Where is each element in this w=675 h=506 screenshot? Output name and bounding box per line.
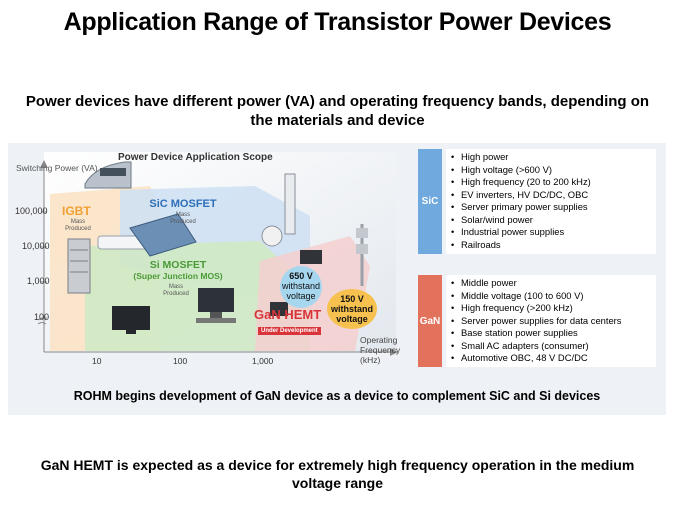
bubble-line: 650 V [289,271,313,281]
scope-chart-title: Power Device Application Scope [118,152,273,163]
list-item: High voltage (>600 V) [450,164,652,177]
list-item: Base station power supplies [450,327,652,340]
bubble-line: voltage [336,314,368,324]
si-mosfet-status: Mass Produced [156,284,196,297]
list-item: Server power supplies for data centers [450,315,652,328]
list-item: Small AC adapters (consumer) [450,340,652,353]
y-tick-label: 100 [34,312,50,322]
status-line: Mass [168,284,184,290]
status-line: Produced [163,290,189,297]
status-line: Produced [170,218,196,225]
status-line: Mass [70,219,86,225]
gan-hemt-label: GaN HEMT [254,307,322,322]
base-station-antenna-icon [356,224,368,286]
gan-category-label: GaN [418,275,442,367]
bubble-line: 150 V [340,294,364,304]
x-tick-label: 1,000 [252,356,274,366]
si-mosfet-sublabel: (Super Junction MOS) [133,271,223,281]
list-item: Server primary power supplies [450,201,652,214]
x-tick-label: 10 [92,356,102,366]
x-tick-label: 100 [173,356,188,366]
pc-icon [196,288,236,323]
sic-category-label: SiC [418,149,442,254]
solar-panel-icon [129,213,197,257]
bubble-line: withstand [281,281,321,291]
list-item: High power [450,151,652,164]
list-item: High frequency (>200 kHz) [450,302,652,315]
y-tick-label: 1,000 [27,276,50,286]
tv-icon [112,306,150,334]
x-axis-label: Operating Frequency (kHz) [360,335,400,365]
gan-application-list: Middle power Middle voltage (100 to 600 … [446,275,656,367]
sic-application-list: High power High voltage (>600 V) High fr… [446,149,656,254]
list-item: Railroads [450,239,652,252]
igbt-status: Mass Produced [58,219,98,232]
server-rack-icon [67,238,91,294]
list-item: High frequency (20 to 200 kHz) [450,176,652,189]
y-tick-label: 10,000 [22,241,50,251]
y-tick-label: 100,000 [15,206,48,216]
withstand-voltage-150-bubble: 150 V withstand voltage [327,289,377,329]
list-item: Middle voltage (100 to 600 V) [450,290,652,303]
x-axis-label-line: Frequency [360,345,401,355]
sic-mosfet-status: Mass Produced [163,212,203,225]
si-mosfet-label: Si MOSFET [149,259,207,271]
bubble-line: withstand [331,304,373,314]
y-axis-arrow [40,160,48,168]
list-item: EV inverters, HV DC/DC, OBC [450,189,652,202]
conclusion-text: GaN HEMT is expected as a device for ext… [40,457,635,491]
under-development-badge: Under Development [258,327,321,335]
status-line: Mass [175,212,191,218]
train-icon [84,161,132,189]
withstand-voltage-650-bubble: 650 V withstand voltage [280,266,322,308]
power-ic-icon [270,250,322,316]
page-title: Application Range of Transistor Power De… [63,8,612,36]
status-line: Produced [65,225,91,232]
list-item: Solar/wind power [450,214,652,227]
igbt-label: IGBT [62,204,91,218]
bubble-line: voltage [286,291,316,301]
sic-mosfet-label: SiC MOSFET [149,198,217,210]
y-axis-label: Switching Power (VA) [16,163,98,173]
x-axis-label-line: Operating [360,335,398,345]
x-axis-arrow [390,348,398,356]
application-scope-chart [37,152,398,356]
ev-charger-icon [261,173,296,247]
rohm-development-note: ROHM begins development of GaN device as… [73,389,601,403]
list-item: Industrial power supplies [450,226,652,239]
list-item: Automotive OBC, 48 V DC/DC [450,352,652,365]
page-subtitle: Power devices have different power (VA) … [25,93,650,129]
list-item: Middle power [450,277,652,290]
x-axis-label-line: (kHz) [360,355,381,365]
